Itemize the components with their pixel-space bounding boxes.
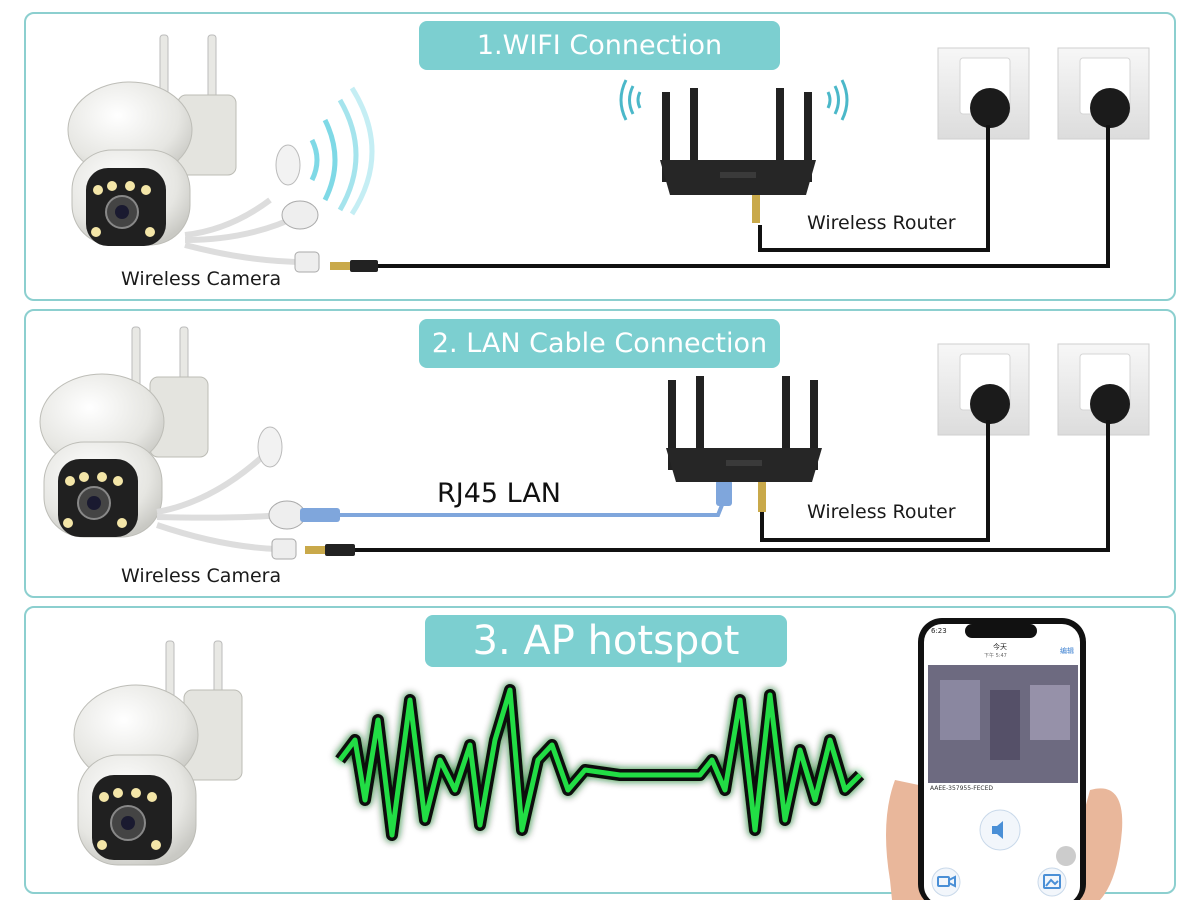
- power-cables-2: [355, 420, 1110, 552]
- wireless-camera-2: [39, 326, 306, 560]
- power-cables-1: [378, 125, 1110, 268]
- phone-header: 今天: [993, 643, 1007, 651]
- speaker-icon: [992, 821, 1003, 839]
- camera-label: Wireless Camera: [121, 268, 282, 290]
- hand-holding-phone: [886, 618, 1123, 900]
- router-label: Wireless Router: [807, 212, 956, 234]
- power-outlet-1b: [1057, 47, 1150, 140]
- wireless-camera-1: [67, 34, 320, 273]
- power-outlet-1a: [937, 47, 1030, 140]
- router-label: Wireless Router: [807, 501, 956, 523]
- dc-plug-1: [330, 260, 378, 272]
- video-icon: [937, 875, 956, 888]
- rj45-lan-cable: [300, 480, 732, 522]
- cable-label: RJ45 LAN: [437, 478, 561, 509]
- wireless-camera-3: [73, 640, 243, 866]
- power-outlet-2a: [937, 343, 1030, 436]
- power-outlet-2b: [1057, 343, 1150, 436]
- wireless-router-1: [660, 88, 816, 223]
- ap-signal-waveform: [335, 684, 865, 841]
- camera-wifi-signal-icon: [309, 86, 375, 216]
- phone-device-id: AAEE-357955-FECED: [930, 785, 994, 792]
- phone-subheader: 下午 5:47: [984, 653, 1007, 659]
- image-icon: [1043, 874, 1061, 889]
- section-title-ap: 3. AP hotspot: [425, 615, 787, 667]
- wireless-router-2: [666, 376, 822, 512]
- section-title-lan: 2. LAN Cable Connection: [419, 319, 780, 368]
- phone-time: 6:23: [931, 627, 947, 635]
- router-wifi-signal-icon: [619, 79, 849, 121]
- phone-edit-button[interactable]: 编辑: [1060, 647, 1074, 655]
- camera-label: Wireless Camera: [121, 565, 282, 587]
- dc-plug-2: [305, 544, 355, 556]
- section-title-wifi: 1.WIFI Connection: [419, 21, 780, 70]
